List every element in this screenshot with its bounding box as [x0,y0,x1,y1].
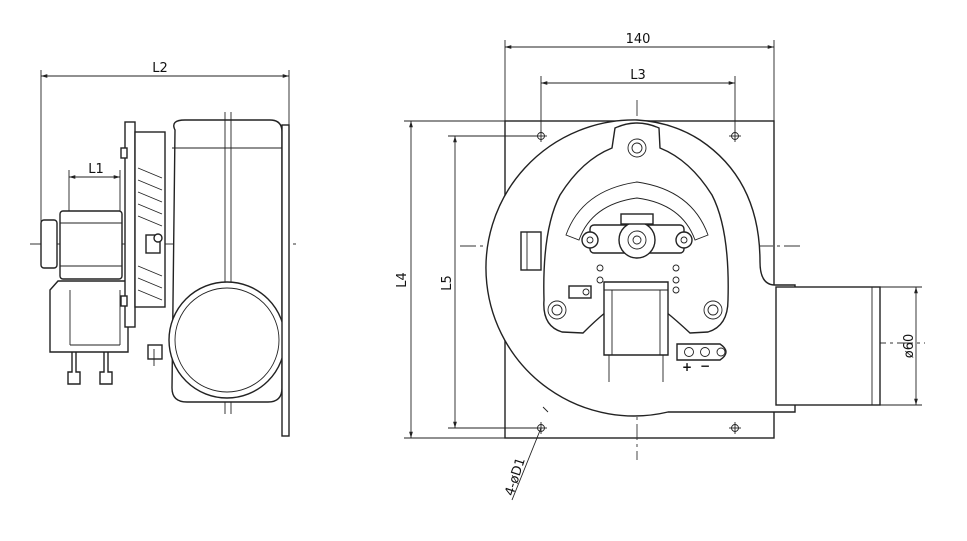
dimension-label-l4: L4 [395,272,410,288]
dimension-label-l3: L3 [630,68,646,83]
side-view: L2 L1 [30,61,300,437]
dimension-label-l2: L2 [152,61,168,76]
front-view: + − 140 L3 L4 L5 ø60 4-øD1 [395,32,925,501]
dimension-label-l5: L5 [440,275,455,291]
dimension-label-l1: L1 [88,162,104,177]
dimension-label-d60: ø60 [902,334,917,359]
dimension-label-140: 140 [626,32,651,47]
terminal-plus-label: + [682,360,692,374]
terminal-minus-label: − [700,359,710,373]
holes-callout-label: 4-øD1 [502,456,528,498]
